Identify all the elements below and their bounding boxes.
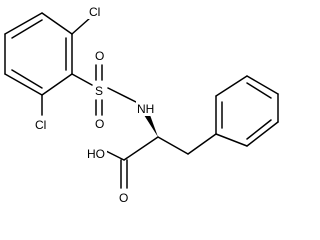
sulfonyl-double-bonds	[95, 64, 103, 116]
label-sulfur: S	[93, 83, 105, 98]
phenyl-ring	[215, 75, 279, 147]
c-s-bond	[71, 73, 93, 86]
svg-text:O: O	[95, 49, 104, 63]
label-cl-bottom: Cl	[34, 116, 50, 132]
wedge-bond	[144, 115, 158, 137]
dichlorophenyl-ring	[4, 12, 73, 96]
label-o-top: O	[93, 48, 105, 63]
svg-text:NH: NH	[137, 102, 154, 116]
calpha-ch2-bond	[157, 136, 189, 155]
label-ho: HO	[86, 146, 107, 161]
s-n-bond	[107, 87, 141, 105]
ch2-phenyl-bond	[187, 133, 217, 155]
label-o-bottom: O	[93, 116, 105, 131]
svg-text:O: O	[95, 117, 104, 131]
label-cl-top: Cl	[88, 3, 104, 19]
calpha-carboxyl-bond	[123, 136, 159, 161]
label-nh: NH	[136, 101, 158, 116]
label-o-carbonyl: O	[117, 190, 129, 205]
c-cl-top-bond	[71, 17, 91, 35]
svg-text:S: S	[95, 84, 103, 98]
structure-diagram: Cl Cl O S O NH HO O	[4, 3, 279, 205]
svg-text:Cl: Cl	[35, 118, 46, 132]
svg-text:HO: HO	[87, 147, 105, 161]
c-oh-bond	[103, 149, 125, 161]
svg-text:O: O	[119, 191, 128, 205]
svg-text:Cl: Cl	[89, 5, 100, 19]
